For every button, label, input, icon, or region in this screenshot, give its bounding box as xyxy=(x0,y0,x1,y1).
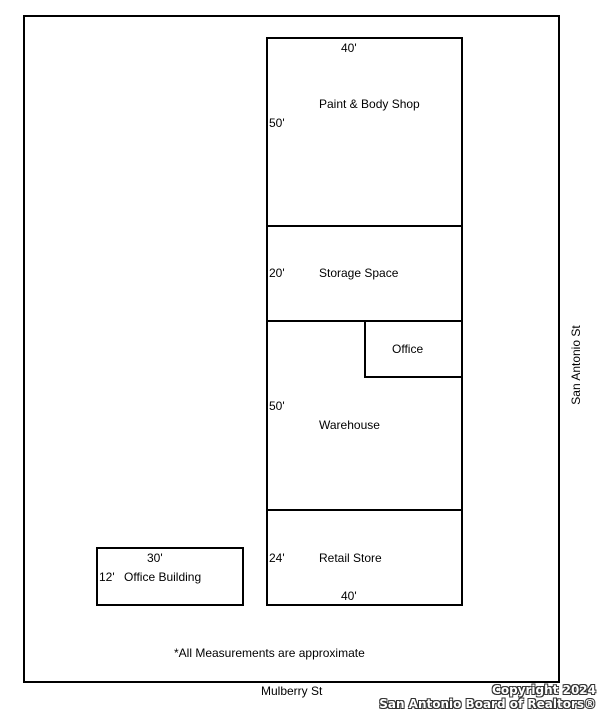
office-building-depth-label: 12' xyxy=(99,570,115,584)
copyright-watermark-line2: San Antonio Board of Realtors® xyxy=(379,697,596,711)
office-building xyxy=(96,547,244,606)
storage-depth-label: 20' xyxy=(269,266,285,280)
paint-body-depth-label: 50' xyxy=(269,116,285,130)
paint-body-name-label: Paint & Body Shop xyxy=(319,97,420,111)
paint-body-width-label: 40' xyxy=(341,41,357,55)
retail-store-room xyxy=(266,509,463,606)
warehouse-name-label: Warehouse xyxy=(319,418,380,432)
street-label-mulberry: Mulberry St xyxy=(261,684,323,698)
office-building-width-label: 30' xyxy=(147,551,163,565)
paint-body-shop-room xyxy=(266,37,463,227)
retail-depth-label: 24' xyxy=(269,551,285,565)
office-building-name-label: Office Building xyxy=(124,570,202,584)
lot-boundary xyxy=(23,15,560,683)
copyright-watermark-line1: Copyright 2024 xyxy=(492,683,596,697)
storage-name-label: Storage Space xyxy=(319,266,399,280)
office-room xyxy=(364,320,463,378)
office-name-label: Office xyxy=(392,342,424,356)
measurement-note: *All Measurements are approximate xyxy=(174,646,365,660)
street-label-san-antonio: San Antonio St xyxy=(569,325,583,405)
retail-width-label: 40' xyxy=(341,589,357,603)
warehouse-depth-label: 50' xyxy=(269,399,285,413)
retail-name-label: Retail Store xyxy=(319,551,382,565)
